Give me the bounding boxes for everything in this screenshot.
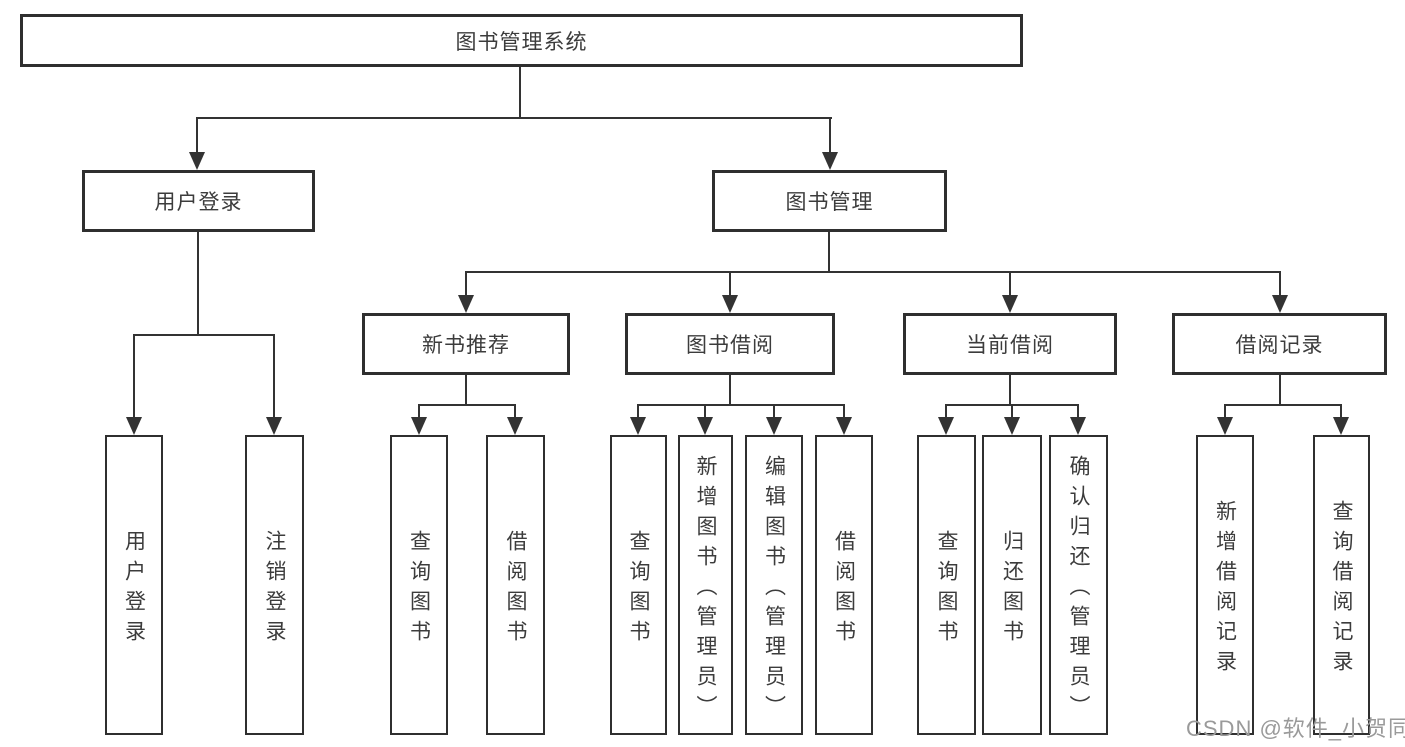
leaf-label: 查询图书 (627, 529, 650, 650)
leaf-label: 注销登录 (263, 529, 286, 650)
connector-vline (133, 335, 135, 419)
leaf-logout: 注销登录 (245, 435, 304, 735)
node-label: 借阅记录 (1235, 334, 1324, 357)
leaf-borrow-borrow-book: 借阅图书 (815, 435, 873, 735)
connector-vline (829, 118, 831, 154)
leaf-newbook-borrow-book: 借阅图书 (486, 435, 545, 735)
leaf-records-query-record: 查询借阅记录 (1313, 435, 1370, 735)
leaf-label: 确认归还（管理员） (1067, 454, 1090, 725)
leaf-label: 用户登录 (122, 529, 146, 650)
connector-vline (945, 405, 947, 419)
leaf-label: 查询借阅记录 (1330, 499, 1353, 680)
leaf-label: 借阅图书 (504, 529, 527, 650)
arrow-down-icon (507, 417, 523, 435)
arrow-down-icon (1002, 295, 1018, 313)
node-user-login: 用户登录 (82, 170, 315, 232)
arrow-down-icon (630, 417, 646, 435)
leaf-records-add-record: 新增借阅记录 (1196, 435, 1254, 735)
node-label: 用户登录 (154, 191, 243, 214)
leaf-label: 新增借阅记录 (1213, 499, 1237, 680)
arrow-down-icon (1070, 417, 1086, 435)
node-label: 新书推荐 (422, 334, 510, 357)
connector-vline (465, 272, 467, 297)
arrow-down-icon (766, 417, 782, 435)
node-label: 图书管理 (785, 191, 874, 214)
leaf-label: 归还图书 (1000, 529, 1024, 650)
leaf-label: 编辑图书（管理员） (762, 454, 786, 725)
arrow-down-icon (822, 152, 838, 170)
arrow-down-icon (1333, 417, 1349, 435)
leaf-label: 查询图书 (935, 529, 958, 650)
connector-hline (133, 334, 275, 336)
arrow-down-icon (1004, 417, 1020, 435)
node-label: 当前借阅 (966, 334, 1054, 357)
connector-vline (637, 405, 639, 419)
node-label: 图书管理系统 (455, 30, 588, 54)
node-new-book-recommend: 新书推荐 (362, 313, 570, 375)
connector-vline (1279, 272, 1281, 297)
arrow-down-icon (126, 417, 142, 435)
leaf-current-confirm-return-admin: 确认归还（管理员） (1049, 435, 1108, 735)
connector-vline (773, 405, 775, 419)
leaf-borrow-edit-book-admin: 编辑图书（管理员） (745, 435, 803, 735)
arrow-down-icon (458, 295, 474, 313)
connector-vline (704, 405, 706, 419)
arrow-down-icon (411, 417, 427, 435)
node-borrow-records: 借阅记录 (1172, 313, 1387, 375)
connector-vline (273, 335, 275, 419)
node-root-system: 图书管理系统 (20, 14, 1023, 67)
arrow-down-icon (1272, 295, 1288, 313)
leaf-label: 借阅图书 (832, 529, 856, 650)
connector-vline (1279, 375, 1281, 405)
leaf-current-query-book: 查询图书 (917, 435, 976, 735)
csdn-watermark: CSDN @软件_小贺同学 (1186, 716, 1405, 741)
connector-vline (1340, 405, 1342, 419)
connector-vline (1009, 272, 1011, 297)
leaf-user-login: 用户登录 (105, 435, 163, 735)
arrow-down-icon (697, 417, 713, 435)
node-book-management: 图书管理 (712, 170, 947, 232)
arrow-down-icon (722, 295, 738, 313)
node-book-borrow: 图书借阅 (625, 313, 835, 375)
connector-hline (465, 271, 1281, 273)
node-label: 图书借阅 (686, 334, 774, 357)
arrow-down-icon (1217, 417, 1233, 435)
arrow-down-icon (938, 417, 954, 435)
connector-vline (1009, 375, 1011, 405)
connector-vline (729, 272, 731, 297)
leaf-borrow-query-book: 查询图书 (610, 435, 667, 735)
connector-vline (828, 232, 830, 272)
connector-vline (843, 405, 845, 419)
connector-hline (637, 404, 845, 406)
connector-hline (1224, 404, 1342, 406)
leaf-borrow-add-book-admin: 新增图书（管理员） (678, 435, 733, 735)
connector-vline (514, 405, 516, 419)
connector-vline (418, 405, 420, 419)
connector-vline (465, 375, 467, 405)
node-current-borrow: 当前借阅 (903, 313, 1117, 375)
connector-vline (196, 118, 198, 154)
connector-vline (1011, 405, 1013, 419)
connector-vline (197, 232, 199, 336)
connector-vline (1077, 405, 1079, 419)
arrow-down-icon (266, 417, 282, 435)
leaf-label: 新增图书（管理员） (694, 454, 717, 725)
connector-vline (729, 375, 731, 405)
connector-vline (519, 67, 521, 118)
arrow-down-icon (836, 417, 852, 435)
connector-hline (418, 404, 516, 406)
connector-hline (196, 117, 832, 119)
arrow-down-icon (189, 152, 205, 170)
leaf-label: 查询图书 (407, 529, 431, 650)
leaf-newbook-query-book: 查询图书 (390, 435, 448, 735)
leaf-current-return-book: 归还图书 (982, 435, 1042, 735)
connector-vline (1224, 405, 1226, 419)
